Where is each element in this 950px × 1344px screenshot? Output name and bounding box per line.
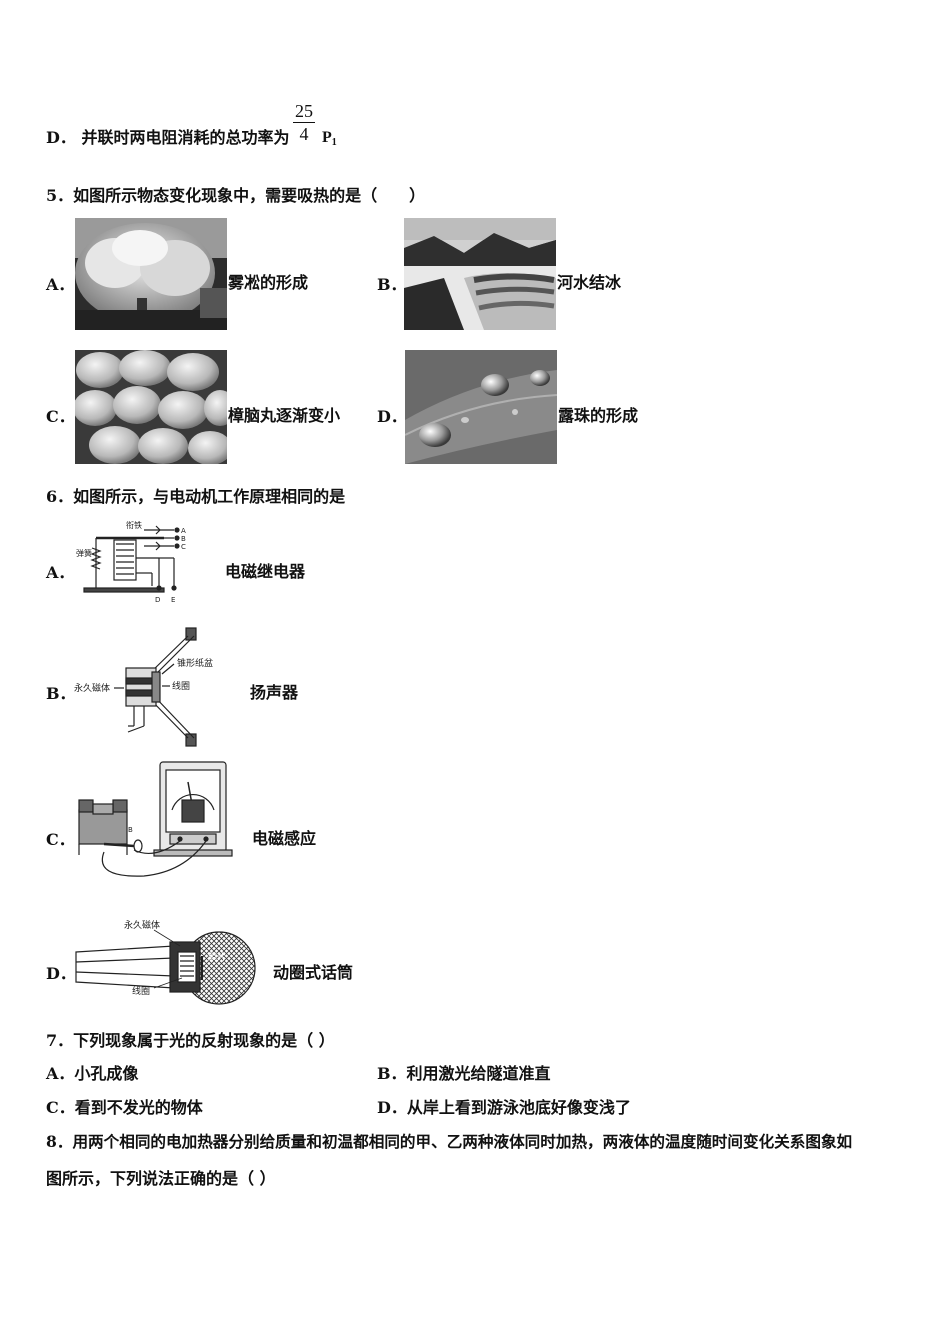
q5-option-d-caption: 露珠的形成 [558,406,639,425]
relay-label-d: D [155,596,160,604]
relay-diagram: 衔铁 弹簧 A B C D E [74,518,214,606]
speaker-label-coil: 线圈 [172,680,190,692]
relay-label-armature: 衔铁 [126,520,142,530]
option-letter: D． [46,128,76,147]
q6-option-d-caption: 动圈式话筒 [273,963,354,982]
speaker-diagram: 永久磁体 锥形纸盆 线圈 [74,626,244,748]
mic-label-magnet: 永久磁体 [124,919,160,931]
induction-label-b: B [128,826,133,834]
q5-option-d-letter: D． [377,407,407,426]
mic-label-coil: 线圈 [132,985,150,997]
microphone-diagram: 永久磁体 膜片 线圈 [74,916,260,1008]
q6-option-c-letter: C． [46,830,75,849]
mothballs-photo [75,350,227,464]
q4-option-d: D． 并联时两电阻消耗的总功率为 [46,128,289,148]
q5-option-a-letter: A． [46,275,75,294]
q7-option-b: B．利用激光给隧道准直 [377,1064,551,1083]
q7-option-c: C．看到不发光的物体 [46,1098,203,1117]
induction-diagram: B [74,760,234,888]
power-symbol: P1 [322,129,337,148]
relay-label-b: B [181,535,186,543]
relay-label-a: A [181,527,186,535]
q6-option-a-caption: 电磁继电器 [225,562,306,581]
q5-option-b-caption: 河水结冰 [557,273,622,292]
relay-label-e: E [171,596,175,604]
fraction-denominator: 4 [299,124,309,144]
q6-option-b-caption: 扬声器 [250,683,299,702]
q5-option-c-letter: C． [46,407,75,426]
q8-stem-line1: 8．用两个相同的电加热器分别给质量和初温都相同的甲、乙两种液体同时加热，两液体的… [46,1132,853,1151]
fraction-numerator: 25 [293,101,315,123]
q8-stem-line2: 图所示，下列说法正确的是（ ） [46,1169,276,1188]
q6-option-c-caption: 电磁感应 [252,829,317,848]
q6-stem: 6．如图所示，与电动机工作原理相同的是 [46,487,346,506]
dewdrops-photo [405,350,557,464]
speaker-label-cone: 锥形纸盆 [177,657,213,669]
q7-option-a: A．小孔成像 [46,1064,139,1083]
fraction: 25 4 [293,100,315,145]
q5-option-c-caption: 樟脑丸逐渐变小 [228,406,341,425]
relay-label-c: C [181,543,186,551]
q6-option-b-letter: B． [46,684,76,703]
q5-stem: 5．如图所示物态变化现象中，需要吸热的是（ ） [46,186,426,205]
q7-stem: 7．下列现象属于光的反射现象的是（ ） [46,1031,335,1050]
q6-option-d-letter: D． [46,964,76,983]
relay-label-spring: 弹簧 [76,548,92,558]
option-text: 并联时两电阻消耗的总功率为 [81,128,290,147]
power-subscript: 1 [331,137,337,148]
frosted-tree-photo [75,218,227,330]
speaker-label-magnet: 永久磁体 [74,682,110,694]
frozen-river-photo [404,218,556,330]
q7-option-d: D．从岸上看到游泳池底好像变浅了 [377,1098,631,1117]
q5-option-b-letter: B． [377,275,407,294]
mic-label-diaphragm: 膜片 [208,951,226,963]
q6-option-a-letter: A． [46,563,75,582]
q5-option-a-caption: 雾凇的形成 [228,273,309,292]
